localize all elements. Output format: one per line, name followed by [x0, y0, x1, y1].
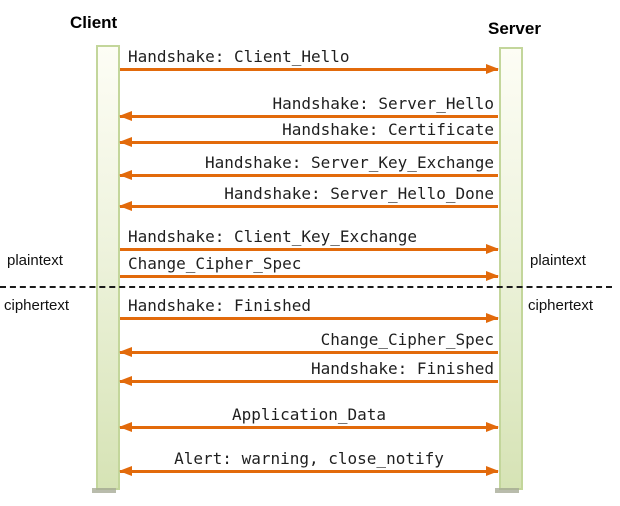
arrowhead-right-icon	[486, 64, 499, 74]
message-arrow-right	[120, 244, 499, 254]
message-arrow-right	[120, 313, 499, 323]
message-label: Change_Cipher_Spec	[128, 254, 302, 273]
message-arrow-right	[120, 64, 499, 74]
arrowhead-left-icon	[119, 111, 132, 121]
message-label: Handshake: Finished	[310, 359, 494, 378]
message-arrow-both	[119, 466, 499, 476]
message-arrow-left	[119, 137, 498, 147]
server-lifeline	[495, 47, 523, 493]
arrowhead-left-icon	[119, 347, 132, 357]
message-arrow-left	[119, 111, 498, 121]
message-arrow-left	[119, 347, 498, 357]
arrowhead-right-icon	[486, 271, 499, 281]
arrowhead-right-icon	[486, 313, 499, 323]
message-label: Handshake: Certificate	[282, 120, 494, 139]
arrowhead-left-icon	[119, 137, 132, 147]
message-arrow-left	[119, 201, 498, 211]
client-lifeline	[92, 45, 120, 493]
arrowhead-right-icon	[486, 244, 499, 254]
zone-label-left-ciphertext: ciphertext	[4, 297, 70, 314]
message-label: Handshake: Client_Hello	[128, 47, 350, 66]
arrowhead-left-icon	[119, 466, 132, 476]
zone-label-left-plaintext: plaintext	[7, 252, 63, 269]
zone-label-right-plaintext: plaintext	[530, 252, 586, 269]
arrowhead-left-icon	[119, 376, 132, 386]
arrowhead-left-icon	[119, 422, 132, 432]
message-label: Handshake: Finished	[128, 296, 312, 315]
client-title: Client	[70, 13, 118, 32]
message-arrow-left	[119, 376, 498, 386]
message-arrow-left	[119, 170, 498, 180]
server-title: Server	[488, 19, 541, 38]
arrowhead-left-icon	[119, 170, 132, 180]
message-arrow-right	[120, 271, 499, 281]
message-label: Handshake: Server_Hello	[272, 94, 494, 113]
arrowhead-right-icon	[486, 422, 499, 432]
message-arrow-both	[119, 422, 499, 432]
message-label: Alert: warning, close_notify	[174, 449, 444, 468]
message-label: Handshake: Server_Hello_Done	[224, 184, 494, 203]
message-label: Application_Data	[231, 405, 387, 424]
arrowhead-left-icon	[119, 201, 132, 211]
encryption-boundary-divider	[0, 286, 612, 288]
message-label: Handshake: Server_Key_Exchange	[205, 153, 494, 172]
zone-label-right-ciphertext: ciphertext	[528, 297, 594, 314]
message-label: Change_Cipher_Spec	[320, 330, 494, 349]
message-label: Handshake: Client_Key_Exchange	[128, 227, 417, 246]
arrowhead-right-icon	[486, 466, 499, 476]
